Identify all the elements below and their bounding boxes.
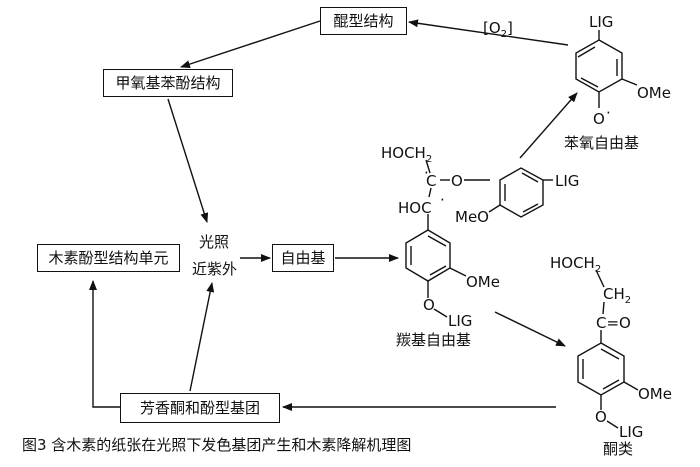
arrow-to-phenoxy <box>519 92 578 159</box>
ketone-ch2-text: CH2 <box>603 285 631 306</box>
ring2-meo-text: MeO <box>455 208 489 226</box>
ring2-lig-text: LIG <box>555 172 579 190</box>
near-uv-label: 近紫外 <box>192 260 238 278</box>
phenoxy-dot-text: · <box>606 104 611 122</box>
phenoxy-lig-text: LIG <box>589 13 613 31</box>
ketone-c-o-text: C=O <box>596 314 631 332</box>
hoch2-top-text: HOCH2 <box>381 144 432 165</box>
lignin-phenolic-unit-box: 木素酚型结构单元 <box>37 244 180 272</box>
arrow-methoxyphenol-down <box>167 98 209 223</box>
ketone-lig-text: LIG <box>619 423 643 441</box>
ketones-label: 酮类 <box>603 440 634 458</box>
free-radical-box: 自由基 <box>272 244 334 272</box>
oxygen-label: [O2] <box>483 19 513 40</box>
phenoxy-ome-text: OMe <box>637 84 671 102</box>
carbonyl-radical-label: 羰基自由基 <box>396 331 472 349</box>
carbonyl-lig-text: LIG <box>448 312 472 330</box>
aromatic-ketones-box: 芳香酮和酚型基团 <box>120 393 280 423</box>
carbonyl-ome-text: OMe <box>466 273 500 291</box>
hoc-text: HOC <box>398 199 432 217</box>
arrow-return-to-unit <box>89 280 120 408</box>
ketone-hoch2-text: HOCH2 <box>550 254 601 275</box>
central-c-text: C <box>426 172 436 190</box>
carbonyl-o-text: O <box>423 296 435 314</box>
central-dot-text: · <box>424 164 429 182</box>
methoxyphenol-box: 甲氧基苯酚结构 <box>103 69 233 97</box>
ether-o-text: O <box>451 172 463 190</box>
arrow-carbonyl-to-ketone <box>494 311 566 347</box>
figure-caption: 图3 含木素的纸张在光照下发色基团产生和木素降解机理图 <box>22 436 412 454</box>
ketone-ome-text: OMe <box>638 385 672 403</box>
light-label: 光照 <box>199 233 230 251</box>
arrow-aromatic-up <box>189 282 215 392</box>
quinone-box: 醌型结构 <box>320 7 407 35</box>
ketone-o-text: O <box>595 408 607 426</box>
arrow-quinone-to-methoxyphenol <box>180 20 321 68</box>
phenoxy-radical-label: 苯氧自由基 <box>564 134 640 152</box>
hoc-dot-text: · <box>440 191 445 209</box>
phenoxy-o-text: O <box>593 110 605 128</box>
arrow-oxygen-to-quinone <box>408 19 569 46</box>
